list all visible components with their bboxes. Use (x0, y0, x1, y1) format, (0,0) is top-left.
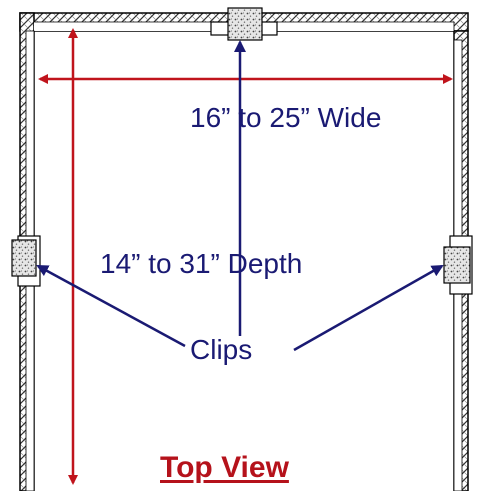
dimension-arrows (38, 28, 453, 485)
clip-top (227, 7, 263, 41)
width-label: 16” to 25” Wide (190, 102, 382, 133)
pointer-arrow-left-clip (36, 264, 186, 348)
pointer-arrow-right-clip (293, 264, 444, 352)
depth-label: 14” to 31” Depth (100, 248, 303, 279)
view-title: Top View (160, 451, 289, 484)
clip-pointer-arrows (36, 40, 444, 352)
clips-label: Clips (190, 334, 253, 365)
clip-left (11, 239, 37, 277)
clip-right (443, 246, 471, 284)
clips (11, 7, 473, 295)
